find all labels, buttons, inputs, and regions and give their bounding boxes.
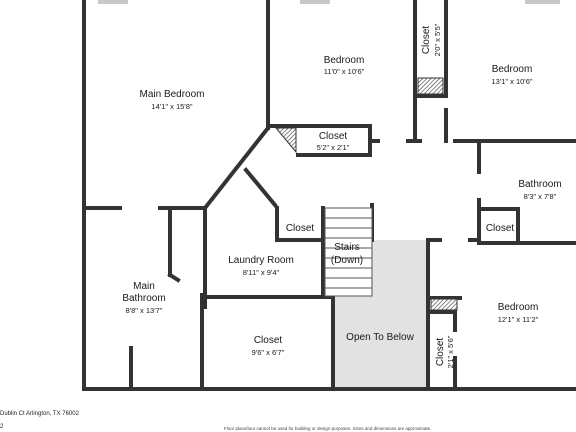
bedroom-1-dims: 11'0" x 10'6" <box>324 67 365 76</box>
bathroom-dims: 8'3" x 7'8" <box>524 192 557 201</box>
closet-hatch-small <box>417 77 444 95</box>
stairs-direction: (Down) <box>331 255 363 266</box>
bedroom-2-dims: 13'1" x 10'6" <box>491 77 532 86</box>
bedroom-2-label: Bedroom <box>492 64 533 75</box>
closet-walkin-dims: 9'6" x 6'7" <box>252 348 285 357</box>
main-bathroom-label-1: Main <box>133 281 155 292</box>
laundry-dims: 8'11" x 9'4" <box>243 268 280 277</box>
closet-small-dims: 2'0" x 5'5" <box>433 23 442 56</box>
closet-bath-label: Closet <box>486 223 515 234</box>
main-bathroom-dims: 8'8" x 13'7" <box>126 306 163 315</box>
closet-small-label: Closet <box>421 26 432 55</box>
closet-bed3-label: Closet <box>435 338 446 367</box>
bedroom-1-label: Bedroom <box>324 55 365 66</box>
main-bedroom-dims: 14'1" x 15'8" <box>151 102 192 111</box>
bedroom-3-label: Bedroom <box>498 302 539 313</box>
stairs-label: Stairs <box>334 242 360 253</box>
main-bedroom-label: Main Bedroom <box>139 89 204 100</box>
closet-hall-dims: 5'2" x 2'1" <box>317 143 350 152</box>
closet-walkin-label: Closet <box>254 335 283 346</box>
closet-hatch-bed3 <box>430 298 458 311</box>
open-to-below-label: Open To Below <box>346 332 414 343</box>
bedroom-3-dims: 12'1" x 11'2" <box>498 315 539 324</box>
footer-address: Dublin Ct Arlington, TX 76002 <box>0 411 79 417</box>
stairs-treads <box>324 207 373 297</box>
bathroom-label: Bathroom <box>518 179 561 190</box>
laundry-label: Laundry Room <box>228 255 294 266</box>
footer-page-number: 2 <box>0 424 4 430</box>
closet-bed3-dims: 2'1" x 5'6" <box>446 335 455 368</box>
closet-hall-label: Closet <box>319 131 348 142</box>
closet-hatch-hall <box>274 127 297 154</box>
closet-left-label: Closet <box>286 223 315 234</box>
main-bathroom-label-2: Bathroom <box>122 293 165 304</box>
footer-disclaimer: Floor plans/tour cannot be used for buil… <box>224 426 432 431</box>
